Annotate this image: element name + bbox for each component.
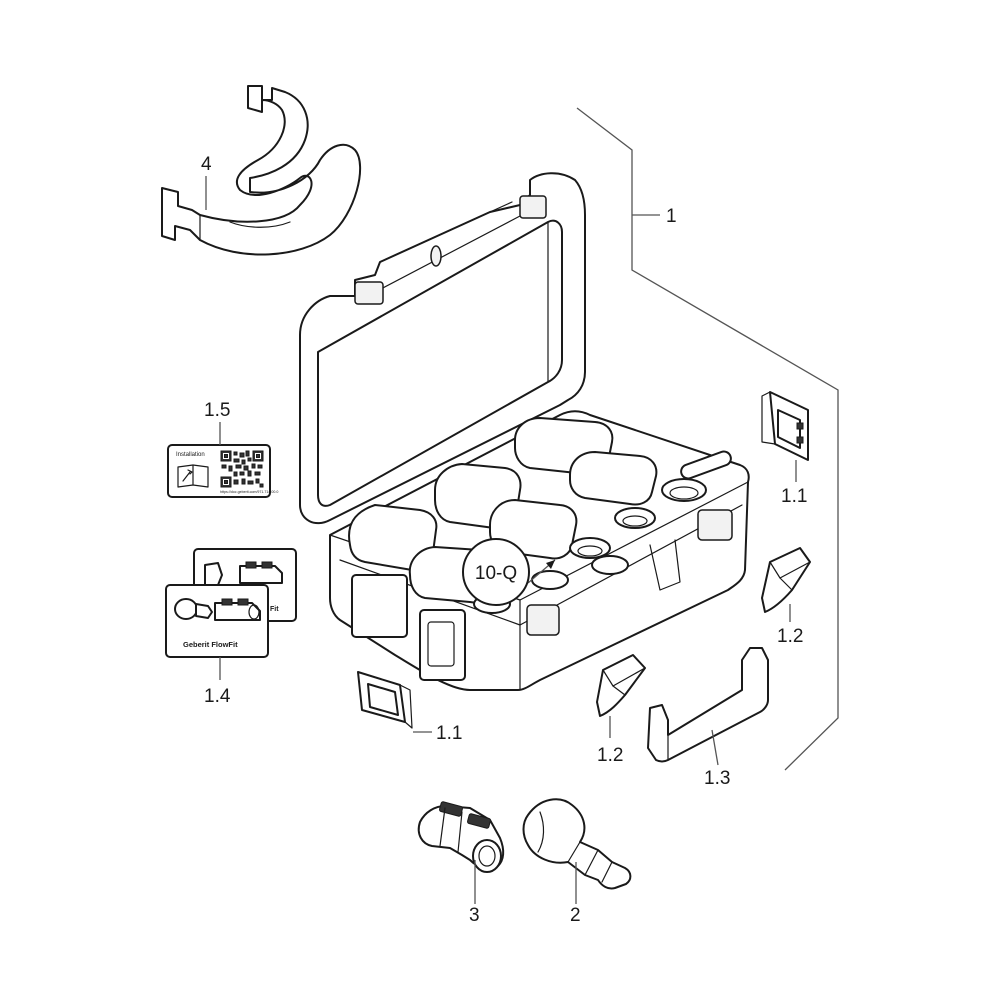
- fitting-icon: [174, 598, 261, 621]
- part-1-1-insert-bottom: [357, 671, 413, 729]
- label-1-3: 1.3: [704, 768, 730, 789]
- part-1-2-clip-upper: [761, 547, 811, 613]
- part-1-1-insert-top: [761, 391, 809, 461]
- label-4: 4: [201, 154, 212, 175]
- book-icon: [177, 464, 209, 488]
- arrow-icon: [546, 560, 555, 569]
- part-1-2-clip-lower: [596, 654, 646, 717]
- group-bracket-1: [576, 107, 839, 771]
- label-1-1-top: 1.1: [781, 486, 807, 507]
- card-back-fragment: Fit: [270, 606, 279, 613]
- label-1-2-upper: 1.2: [777, 626, 803, 647]
- part-1-3-handle: [647, 647, 769, 763]
- callout-10-q: 10-Q: [462, 538, 556, 606]
- qr-code: [220, 450, 264, 488]
- part-1-4-flowfit-cards: Fit Geberit FlowFit: [165, 548, 297, 658]
- label-2: 2: [570, 905, 581, 926]
- label-1-4: 1.4: [204, 686, 231, 707]
- leader-lines: [205, 176, 797, 904]
- label-1: 1: [666, 206, 677, 227]
- card-installation-url: https://doc.geberit.com/971.714.00.0: [220, 490, 278, 494]
- part-3-connector: [417, 801, 505, 873]
- labels: 1 4 1.5 1.4 1.1 1.1 1.2 1.2 1.3 3 2: [201, 154, 807, 926]
- label-1-2-lower: 1.2: [597, 745, 623, 766]
- part-2-adapter: [522, 798, 632, 890]
- card-flowfit-brand: Geberit FlowFit: [183, 640, 238, 649]
- wrench-icon: [182, 469, 193, 482]
- card-installation-title: Installation: [176, 452, 205, 458]
- part-1-5-installation-card: Installation: [167, 444, 278, 498]
- label-10-q: 10-Q: [475, 563, 517, 584]
- label-3: 3: [469, 905, 480, 926]
- label-1-1-bottom: 1.1: [436, 723, 462, 744]
- fitting-icon: [204, 561, 283, 586]
- part-1-case: [299, 172, 750, 691]
- part-4-strap: [161, 85, 362, 256]
- label-1-5: 1.5: [204, 400, 230, 421]
